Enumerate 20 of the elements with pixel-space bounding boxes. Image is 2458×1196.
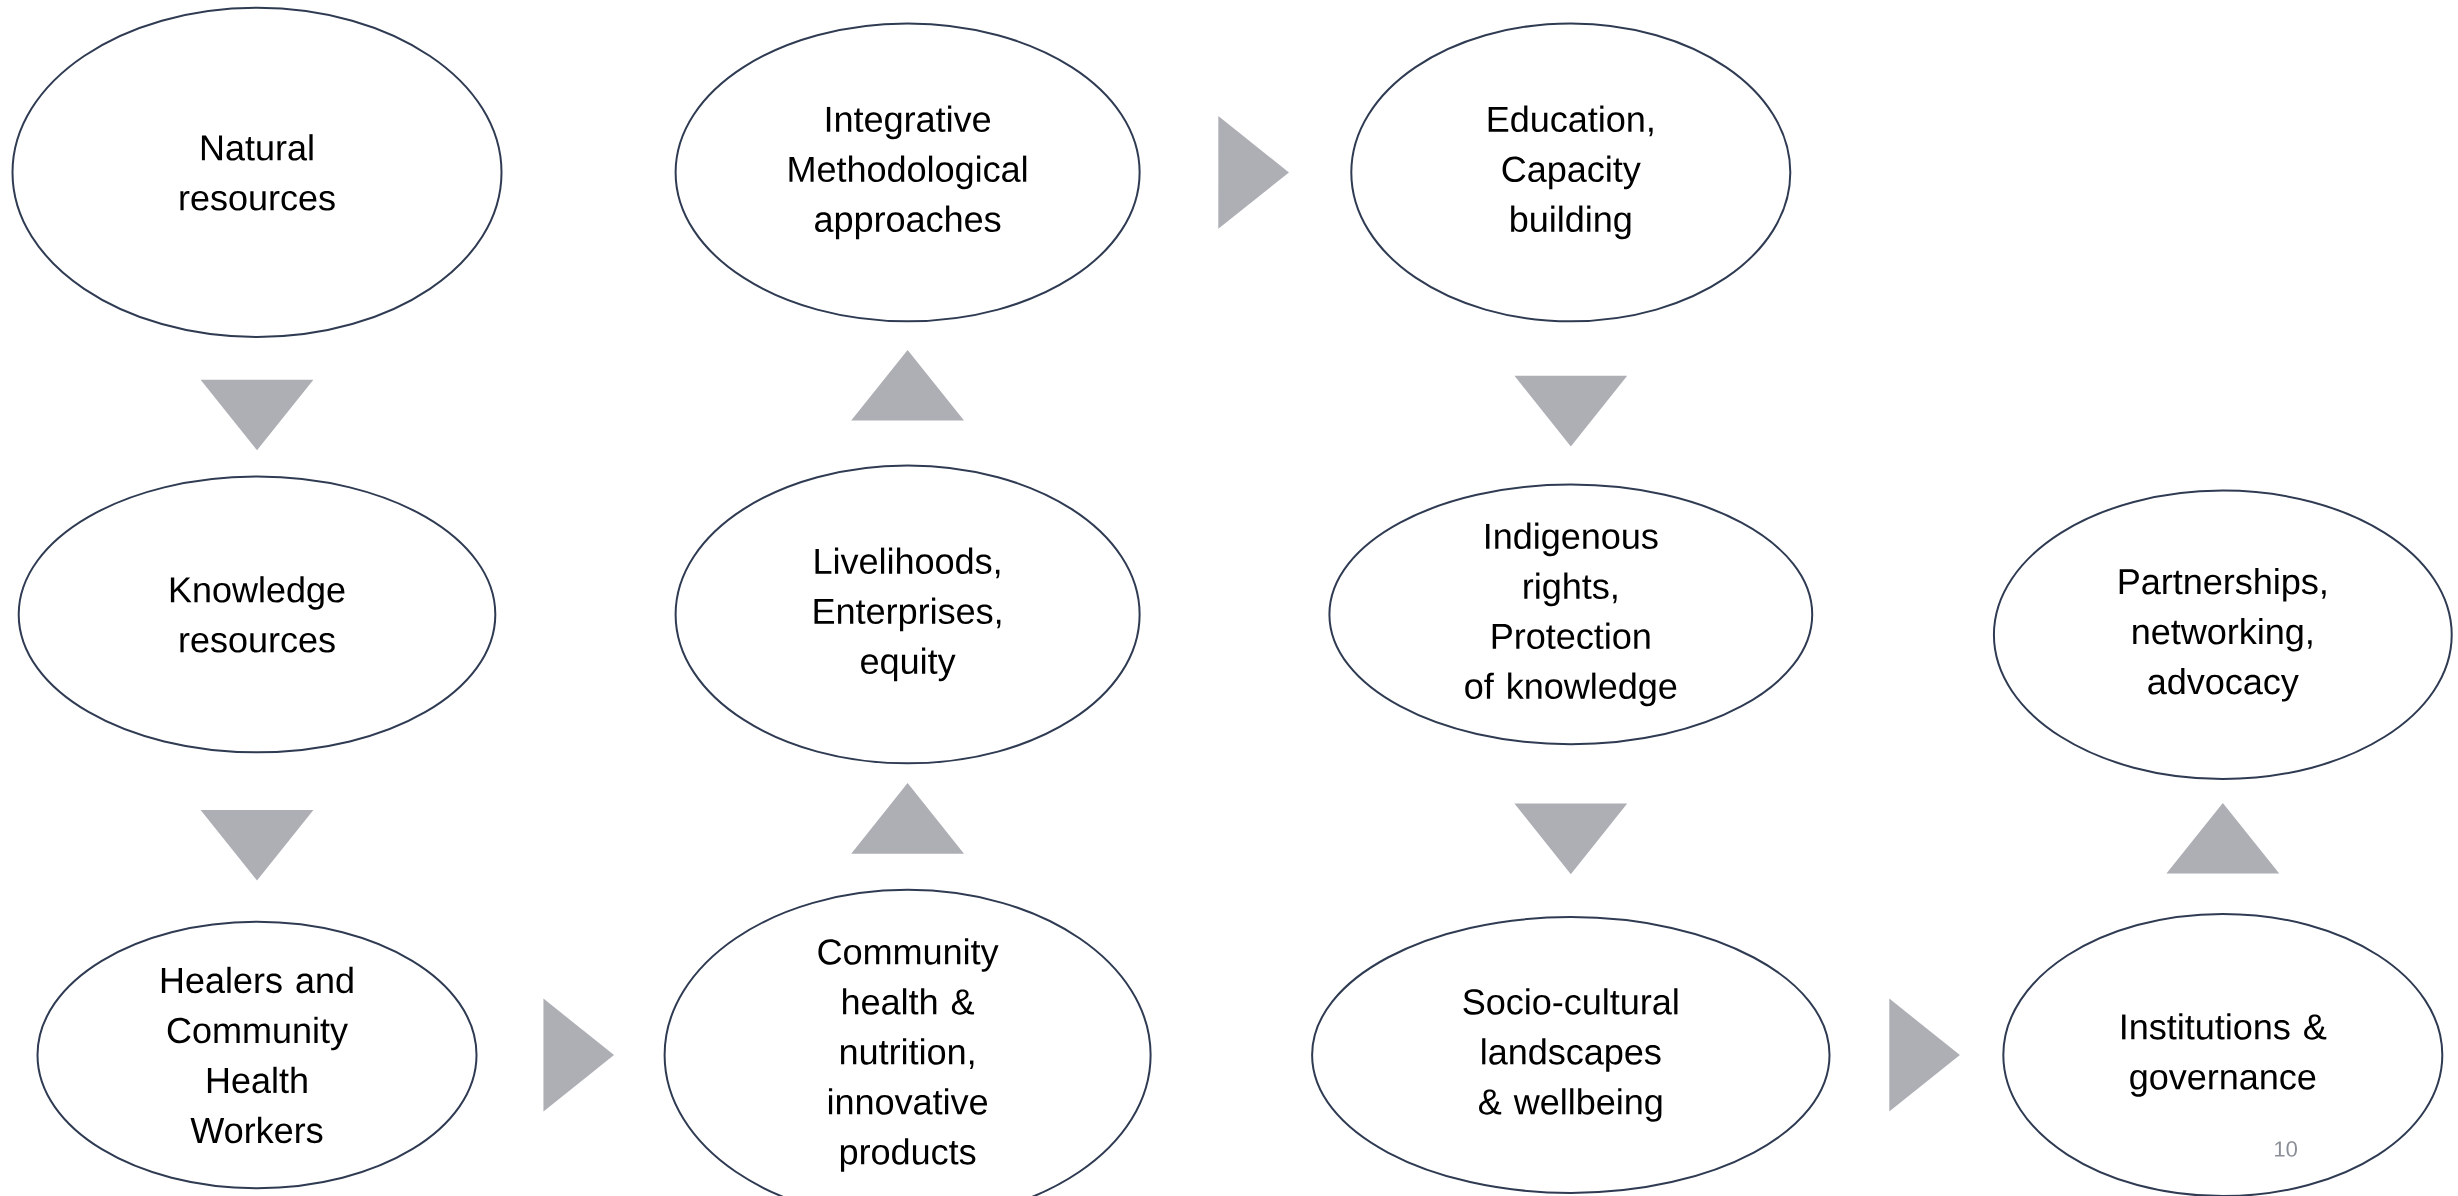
arrow: [200, 379, 314, 451]
ellipse-node: Indigenous rights, Protection of knowledge: [1328, 483, 1814, 746]
ellipse-node: Education, Capacity building: [1350, 22, 1792, 323]
ellipse-node: Partnerships, networking, advocacy: [1992, 489, 2453, 780]
arrow: [1514, 803, 1628, 875]
ellipse-node: Livelihoods, Enterprises, equity: [674, 464, 1141, 765]
arrow: [851, 783, 964, 854]
arrow: [1889, 998, 1960, 1112]
arrow: [2166, 803, 2280, 874]
arrow: [543, 998, 615, 1112]
arrow: [851, 349, 964, 421]
ellipse-node: Socio-cultural landscapes & wellbeing: [1311, 916, 1831, 1194]
ellipse-node: Integrative Methodological approaches: [674, 22, 1141, 323]
arrow: [1514, 375, 1628, 447]
page-number: 10: [2275, 1141, 2297, 1157]
ellipse-node: Natural resources: [11, 6, 503, 338]
arrow: [1218, 116, 1289, 229]
arrow: [200, 809, 314, 881]
ellipse-node: Knowledge resources: [17, 475, 497, 754]
ellipse-node: Healers and Community Health Workers: [36, 920, 478, 1190]
